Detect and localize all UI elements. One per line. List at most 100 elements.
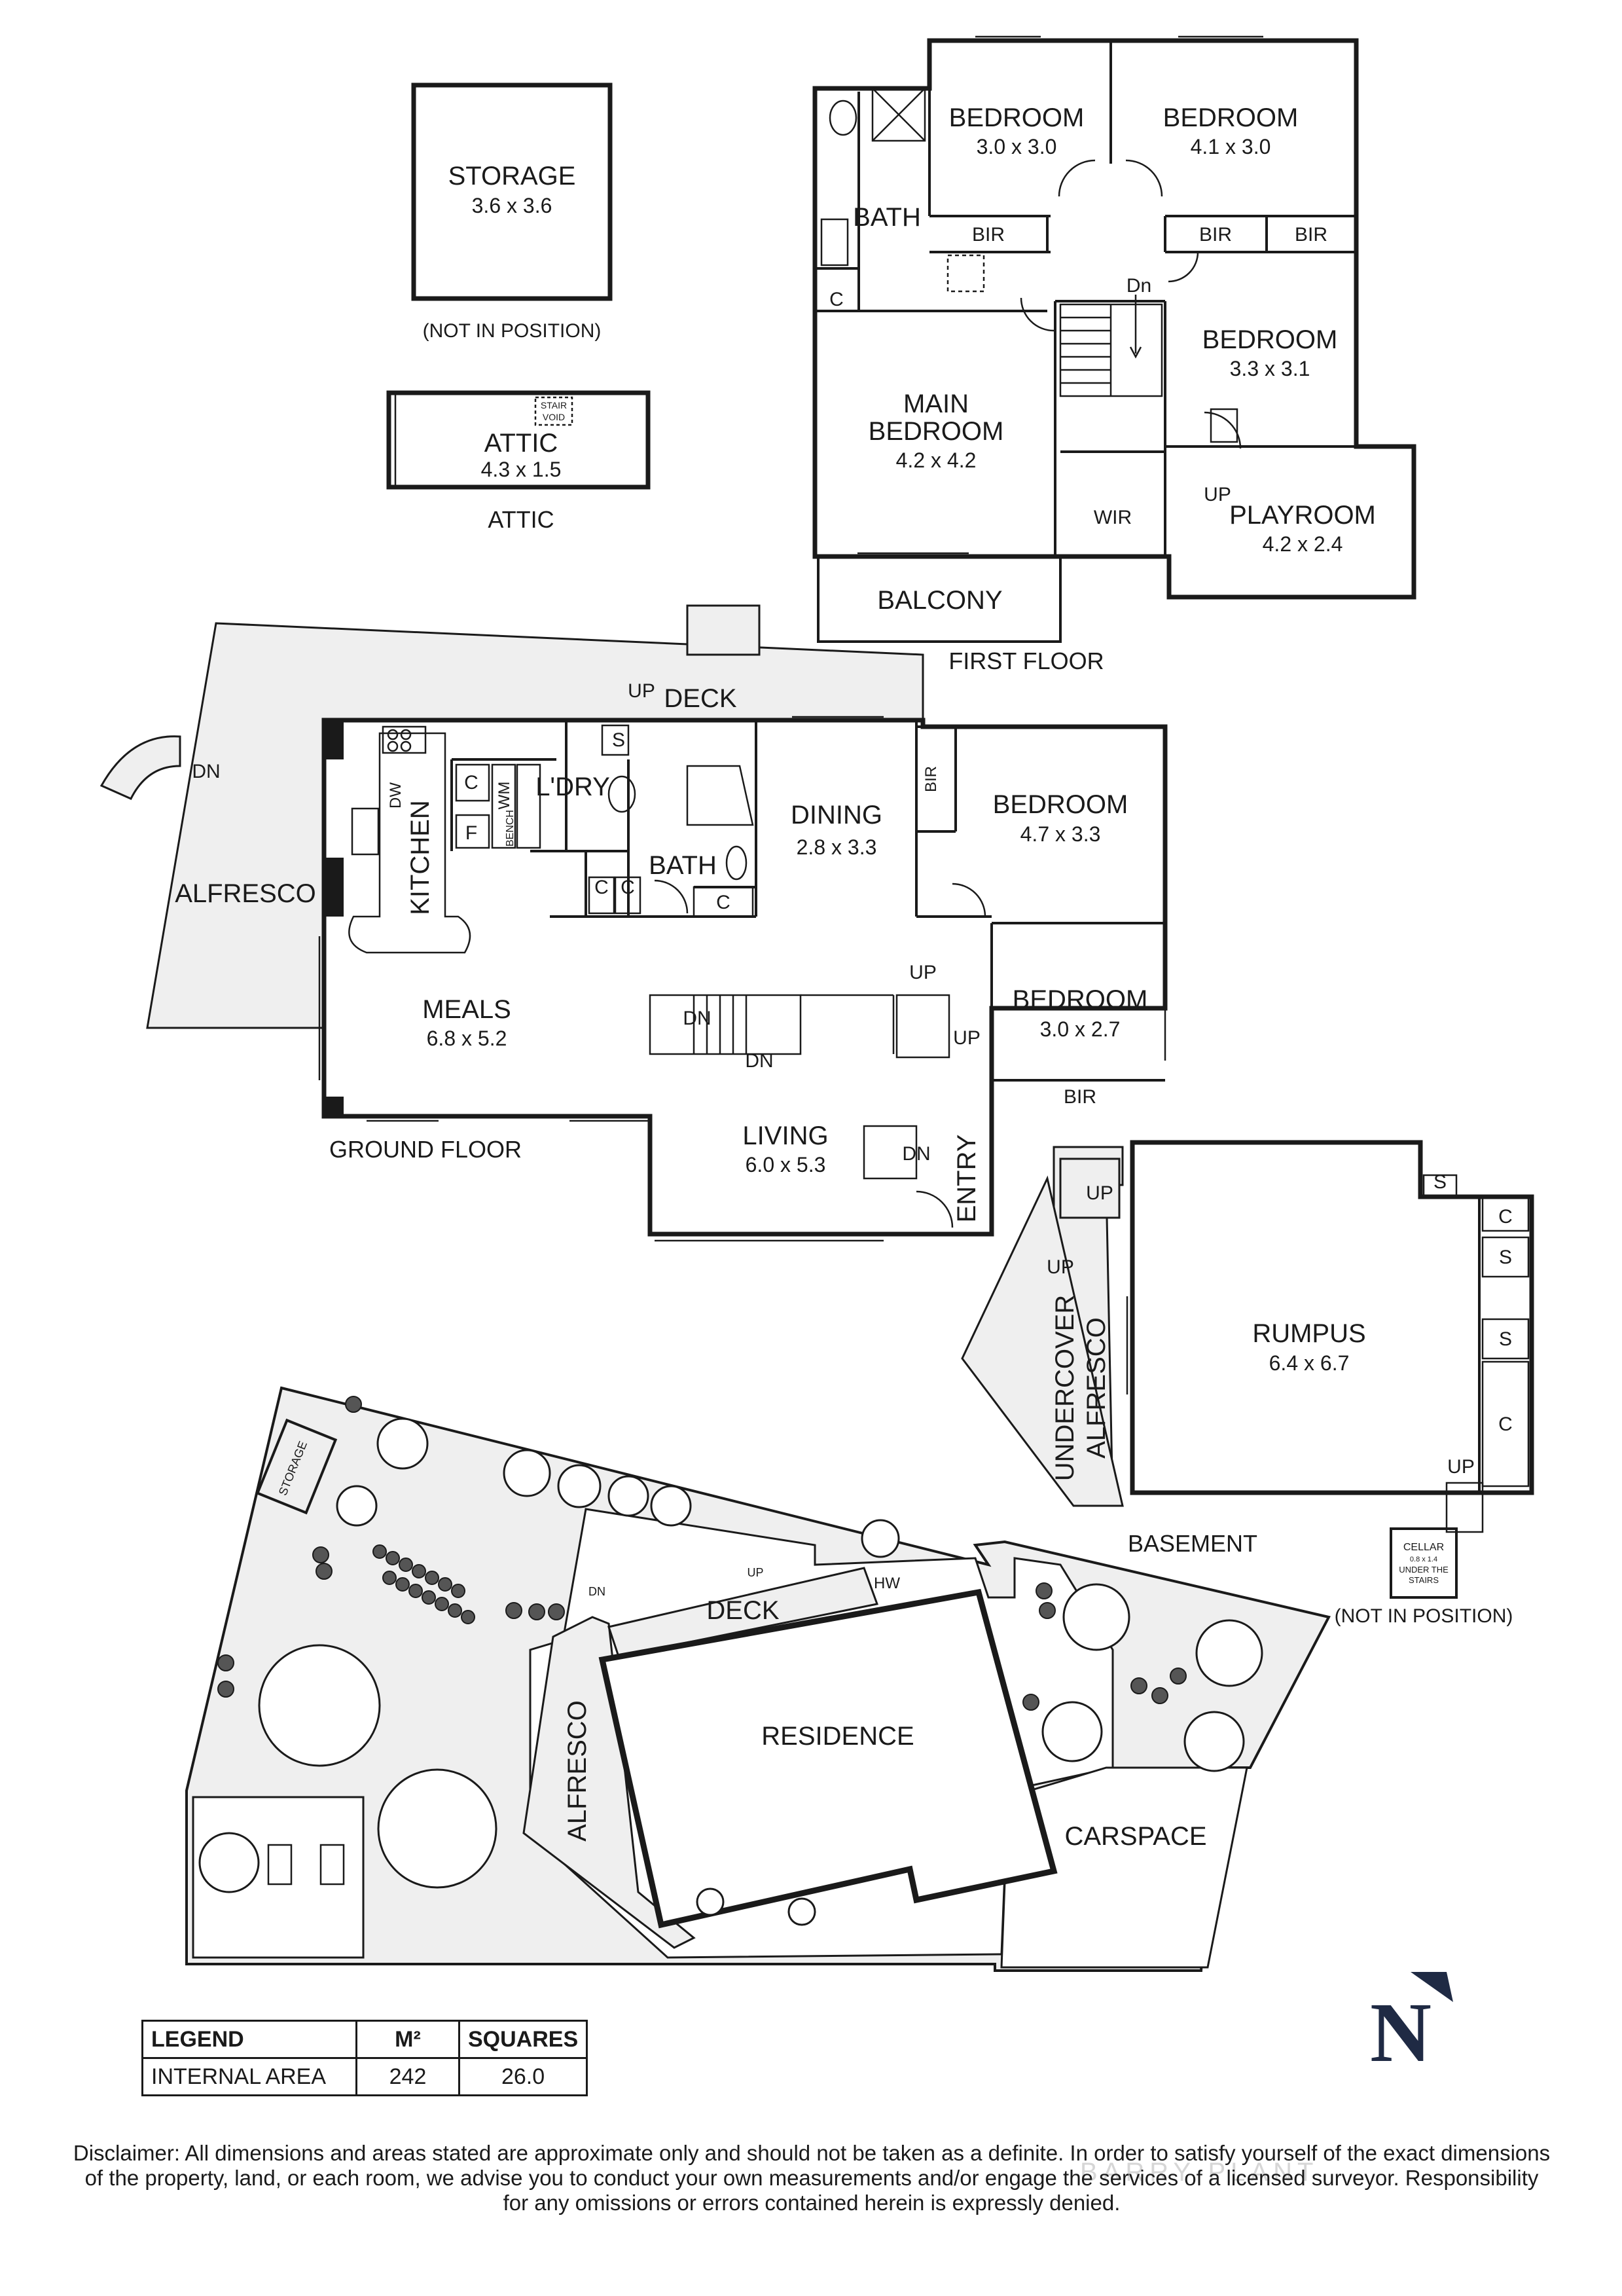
ground-floor-title: GROUND FLOOR <box>329 1136 522 1163</box>
carspace-label: CARSPACE <box>1064 1822 1206 1851</box>
living-dimensions: 6.0 x 5.3 <box>746 1153 826 1176</box>
cellar-stairs-label: STAIRS <box>1409 1575 1439 1585</box>
meals-dimensions: 6.8 x 5.2 <box>427 1027 507 1050</box>
residence-label: RESIDENCE <box>761 1722 914 1751</box>
undercover-label: UNDERCOVER <box>1051 1295 1079 1481</box>
site-deck-label: DECK <box>706 1596 779 1625</box>
living-label: LIVING <box>742 1121 828 1150</box>
ground-floor-stairs <box>649 994 950 1180</box>
ff-bir-label-3: BIR <box>1295 224 1327 246</box>
basement-cupboard-label: C <box>1498 1206 1513 1228</box>
gf-stairs-up-label: UP <box>909 962 937 983</box>
rumpus-label: RUMPUS <box>1252 1319 1365 1348</box>
ff-stairs-down-label: Dn <box>1126 275 1151 297</box>
playroom-dimensions: 4.2 x 2.4 <box>1263 532 1343 556</box>
main-bedroom-label-2: BEDROOM <box>869 417 1004 446</box>
first-floor-title: FIRST FLOOR <box>948 647 1104 674</box>
basement-stairs-up-label: UP <box>1447 1456 1475 1478</box>
storage-dimensions: 3.6 x 3.6 <box>472 194 552 217</box>
ff-wir-label: WIR <box>1094 507 1132 528</box>
ff-bedroom-3-label: BEDROOM <box>1202 325 1338 354</box>
cellar-label: CELLAR <box>1403 1542 1444 1553</box>
basement-storage-s-label-2: S <box>1499 1247 1512 1268</box>
basement-alfresco-up-label-2: UP <box>1047 1256 1074 1278</box>
storage-plan: STORAGE 3.6 x 3.6 (NOT IN POSITION) <box>411 82 613 342</box>
ground-cupboard-label-2: C <box>594 877 609 898</box>
ff-bir-label: BIR <box>972 224 1005 246</box>
site-alfresco-label: ALFRESCO <box>563 1700 592 1842</box>
disclaimer-line-1: Disclaimer: All dimensions and areas sta… <box>73 2141 1551 2165</box>
fridge-label: F <box>465 822 477 844</box>
area-m2-header: M² <box>355 2020 460 2059</box>
legend-header: LEGEND <box>141 2020 357 2059</box>
disclaimer-line-3: for any omissions or errors contained he… <box>503 2191 1121 2215</box>
north-compass: N <box>1361 1964 1466 2075</box>
balcony-label: BALCONY <box>877 586 1002 615</box>
ff-bedroom-3-dimensions: 3.3 x 3.1 <box>1230 357 1310 380</box>
gf-bir-label-2: BIR <box>1064 1086 1096 1108</box>
basement-plan: S C S S C UP UP UP UNDERCOVER ALFRESCO R… <box>961 1140 1534 1627</box>
ff-cupboard-label: C <box>829 289 844 310</box>
internal-area-squares: 26.0 <box>458 2057 588 2096</box>
cellar-dimensions: 0.8 x 1.4 <box>1410 1556 1437 1563</box>
hot-water-label: HW <box>874 1575 900 1592</box>
disclaimer: Disclaimer: All dimensions and areas sta… <box>72 2141 1551 2215</box>
legend-row: INTERNAL AREA 242 26.0 <box>141 2057 588 2096</box>
first-floor-stairs <box>1059 295 1163 397</box>
ground-bath-label: BATH <box>649 851 717 880</box>
north-letter: N <box>1370 1986 1432 2080</box>
watermark-text: BARRY PLANT <box>1080 2158 1319 2187</box>
ground-alfresco-label: ALFRESCO <box>175 879 316 908</box>
dining-label: DINING <box>791 801 882 829</box>
storage-not-in-position-note: (NOT IN POSITION) <box>423 320 602 342</box>
ground-bir-label: BIR <box>922 766 940 792</box>
main-bedroom-label: MAIN <box>903 390 969 418</box>
site-shrubs <box>217 1396 1187 1711</box>
basement-alfresco-up-label: UP <box>1086 1182 1113 1204</box>
storage-label: STORAGE <box>448 162 576 191</box>
basement-storage-s-label-3: S <box>1499 1328 1512 1350</box>
basement-cupboard-label-2: C <box>1498 1413 1513 1435</box>
washing-machine-label: WM <box>496 782 513 810</box>
meals-label: MEALS <box>422 995 511 1024</box>
bench-label: BENCH <box>505 810 516 847</box>
internal-area-m2: 242 <box>355 2057 460 2096</box>
entry-label: ENTRY <box>952 1135 981 1223</box>
basement-storage-s-label: S <box>1433 1171 1447 1193</box>
kitchen-label: KITCHEN <box>406 800 435 915</box>
gf-stairs-down-label: DN <box>683 1008 711 1029</box>
cellar-not-in-position-note: (NOT IN POSITION) <box>1335 1605 1513 1627</box>
ground-cupboard-label: C <box>464 772 478 793</box>
first-floor-plan: BALCONY <box>812 35 1416 674</box>
gf-bedroom-2-label: BEDROOM <box>1013 985 1148 1014</box>
ff-bedroom-2-dimensions: 4.1 x 3.0 <box>1191 135 1271 158</box>
ff-playroom-up-label: UP <box>1204 484 1231 505</box>
ground-cupboard-label-3: C <box>621 877 635 898</box>
ff-bedroom-2-label: BEDROOM <box>1163 103 1299 132</box>
gf-entry-stairs-up-label: UP <box>953 1027 981 1049</box>
site-stairs-up-label: UP <box>747 1566 763 1579</box>
gf-stairs-down-label-3: DN <box>902 1143 930 1165</box>
basement-title: BASEMENT <box>1128 1530 1257 1557</box>
site-plan: STORAGE DECK RESIDENCE ALFRESCO CARSPACE… <box>185 1386 1331 1972</box>
playroom-label: PLAYROOM <box>1229 501 1376 530</box>
laundry-label: L'DRY <box>535 773 610 801</box>
ff-bir-label-2: BIR <box>1199 224 1232 246</box>
gf-bedroom-2-dimensions: 3.0 x 2.7 <box>1040 1017 1121 1041</box>
area-squares-header: SQUARES <box>458 2020 588 2059</box>
site-trees <box>198 1417 1263 1926</box>
attic-stair-void-label: STAIR <box>541 400 567 410</box>
main-bedroom-dimensions: 4.2 x 4.2 <box>896 448 977 472</box>
gf-bedroom-1-dimensions: 4.7 x 3.3 <box>1020 822 1101 846</box>
undercover-alfresco-label: ALFRESCO <box>1082 1317 1111 1459</box>
attic-plan: STAIR VOID ATTIC 4.3 x 1.5 ATTIC <box>386 390 651 533</box>
deck-stairs-up-label: UP <box>628 680 655 702</box>
ff-bedroom-1-dimensions: 3.0 x 3.0 <box>977 135 1057 158</box>
ground-storage-s-label: S <box>612 729 625 751</box>
ground-deck-label: DECK <box>664 684 736 713</box>
alfresco-stairs-down-label: DN <box>192 761 220 782</box>
legend-table: LEGEND M² SQUARES INTERNAL AREA 242 26.0 <box>141 2020 588 2096</box>
site-stairs-down-label: DN <box>588 1585 605 1598</box>
legend-header-row: LEGEND M² SQUARES <box>141 2020 588 2059</box>
attic-room-label: ATTIC <box>484 429 558 458</box>
